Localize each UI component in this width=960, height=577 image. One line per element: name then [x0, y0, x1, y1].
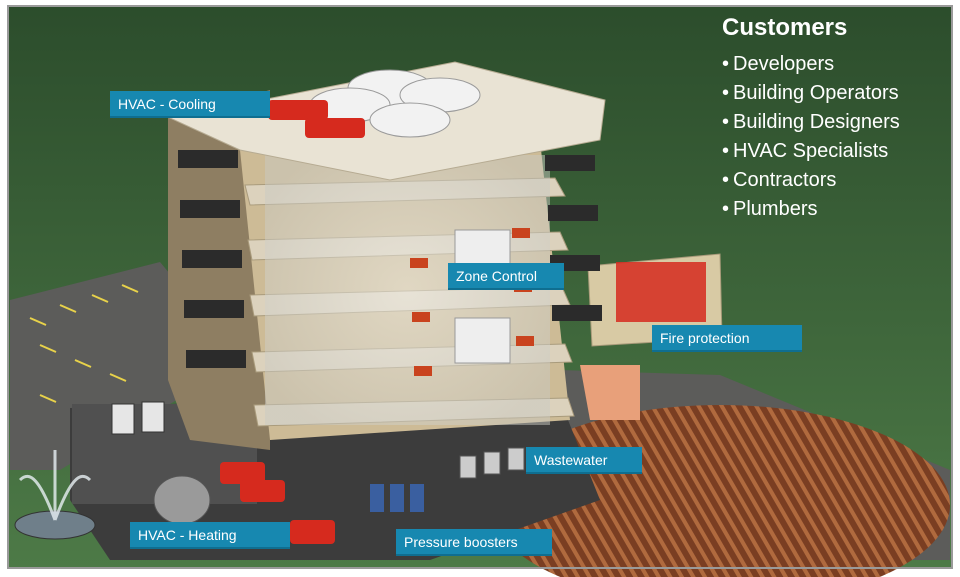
customer-item: Building Designers [722, 108, 958, 137]
customer-item: Building Operators [722, 79, 958, 108]
control-panel [111, 403, 135, 435]
parking-stripes [29, 284, 139, 403]
fountain-water [18, 450, 92, 521]
customer-item: HVAC Specialists [722, 137, 958, 166]
plaza [580, 365, 640, 420]
fire-pump-tank [616, 262, 706, 322]
customer-item: Plumbers [722, 195, 958, 224]
image-frame [7, 5, 953, 569]
fire-protection-label: Fire protection [652, 325, 802, 352]
pressure-boosters-label: Pressure boosters [396, 529, 552, 556]
cooling-towers [309, 69, 481, 138]
customers-panel: Customers Developers Building Operators … [722, 14, 958, 224]
customers-title: Customers [722, 14, 848, 41]
control-panel-2 [141, 401, 165, 433]
wastewater-label: Wastewater [526, 447, 642, 474]
zone-control-label: Zone Control [448, 263, 564, 290]
zone-unit-2 [454, 317, 511, 364]
customer-item: Developers [722, 50, 958, 79]
customers-list: Developers Building Operators Building D… [722, 50, 958, 224]
boiler [153, 475, 211, 525]
roof-pumps [268, 100, 365, 138]
pressure-booster-pumps [370, 484, 424, 512]
hvac-cooling-label: HVAC - Cooling [110, 91, 270, 118]
hvac-heating-label: HVAC - Heating [130, 522, 290, 549]
customer-item: Contractors [722, 166, 958, 195]
heating-pumps [220, 462, 335, 544]
wastewater-units [459, 447, 525, 479]
interior-glow [265, 155, 550, 425]
